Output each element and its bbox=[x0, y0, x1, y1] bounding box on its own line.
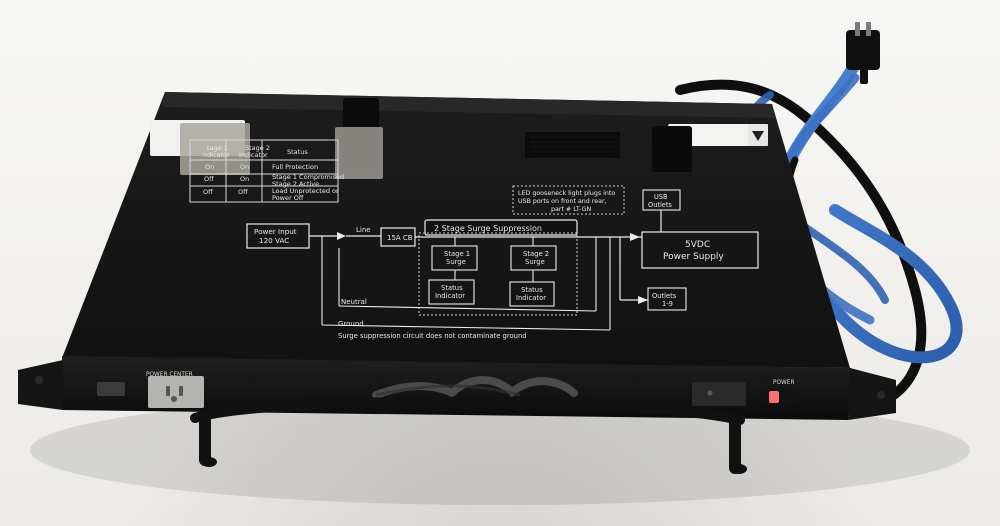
power-supply-label: 5VDC bbox=[685, 240, 710, 250]
vent-grill bbox=[525, 132, 620, 158]
front-outlet bbox=[148, 376, 204, 408]
table-row1-status: Full Protection bbox=[272, 163, 318, 171]
stage1-surge-label-line2: Surge bbox=[446, 258, 466, 266]
rack-ear-right bbox=[848, 368, 896, 420]
front-label: POWER CENTER bbox=[146, 372, 193, 378]
led-note-line1: LED gooseneck light plugs into bbox=[518, 190, 615, 197]
switch-indicator bbox=[769, 391, 779, 403]
usb-outlets-label: USB bbox=[654, 193, 668, 201]
power-label: POWER bbox=[773, 380, 794, 386]
neutral-label: Neutral bbox=[341, 298, 367, 306]
rack-hole-right bbox=[877, 391, 885, 399]
table-header-stage2-line2: Indicator bbox=[239, 151, 268, 159]
stage1-surge-label: Stage 1 bbox=[444, 250, 470, 258]
table-row3-stage2: Off bbox=[238, 188, 248, 196]
status-table: tage 1 ndicator Stage 2 Indicator Status… bbox=[189, 139, 344, 203]
circuit-diagram: Power Input 120 VAC Line 15A CB 2 Stage … bbox=[246, 185, 759, 340]
velcro-strap-right bbox=[652, 126, 692, 172]
table-row2-status: Stage 1 Compromised bbox=[272, 173, 344, 181]
plug-icon bbox=[846, 30, 880, 70]
status-indicator-b: Status bbox=[521, 286, 543, 294]
table-header-status: Status bbox=[287, 148, 308, 156]
rack-hole-left bbox=[35, 376, 43, 384]
outlets-label-line2: 1-9 bbox=[662, 300, 673, 308]
breaker-label: 15A CB bbox=[387, 234, 413, 242]
stage2-surge-label: Stage 2 bbox=[523, 250, 549, 258]
table-row3-status-line2: Power Off bbox=[272, 194, 304, 202]
ground-label: Ground bbox=[338, 320, 364, 328]
power-input-label: Power Input bbox=[254, 227, 297, 236]
vent-lines bbox=[530, 136, 615, 153]
table-header-stage1-line2: ndicator bbox=[203, 151, 230, 159]
usb-port bbox=[97, 382, 125, 396]
rack-ear-left bbox=[18, 360, 63, 410]
surge-suppression-title: 2 Stage Surge Suppression bbox=[434, 224, 542, 233]
status-indicator-b-line2: Indicator bbox=[516, 294, 546, 302]
table-row2-stage1: Off bbox=[204, 175, 214, 183]
table-header-stage1: tage 1 bbox=[207, 144, 228, 152]
led-note-line2: USB ports on front and rear, bbox=[518, 198, 607, 205]
table-row1-stage1: On bbox=[205, 163, 214, 171]
table-row2-stage2: On bbox=[240, 175, 249, 183]
table-row1-stage2: On bbox=[240, 163, 249, 171]
stand-bar bbox=[190, 396, 745, 425]
status-indicator-a-line2: Indicator bbox=[435, 292, 465, 300]
table-row3-status: Load Unprotected or bbox=[272, 187, 339, 195]
tape-patch bbox=[180, 123, 250, 175]
power-supply-label-line2: Power Supply bbox=[663, 252, 724, 262]
stage2-surge-label-line2: Surge bbox=[525, 258, 545, 266]
tape-patch-middle bbox=[335, 127, 383, 179]
label-sticker-right bbox=[668, 124, 768, 146]
status-indicator-a: Status bbox=[441, 284, 463, 292]
status-window bbox=[692, 382, 746, 406]
top-labels bbox=[150, 98, 768, 179]
table-row3-stage1: Off bbox=[203, 188, 213, 196]
status-led bbox=[707, 390, 713, 396]
led-note-line3: part # LT-GN bbox=[551, 206, 591, 213]
outlets-label: Outlets bbox=[652, 292, 677, 300]
power-input-voltage: 120 VAC bbox=[259, 236, 289, 245]
line-label: Line bbox=[356, 226, 371, 234]
table-header-stage2: Stage 2 bbox=[245, 144, 270, 152]
usb-outlets-label-line2: Outlets bbox=[648, 201, 672, 209]
table-row2-status-line2: Stage 2 Active bbox=[272, 180, 319, 188]
ground-note: Surge suppression circuit does not conta… bbox=[338, 332, 527, 340]
